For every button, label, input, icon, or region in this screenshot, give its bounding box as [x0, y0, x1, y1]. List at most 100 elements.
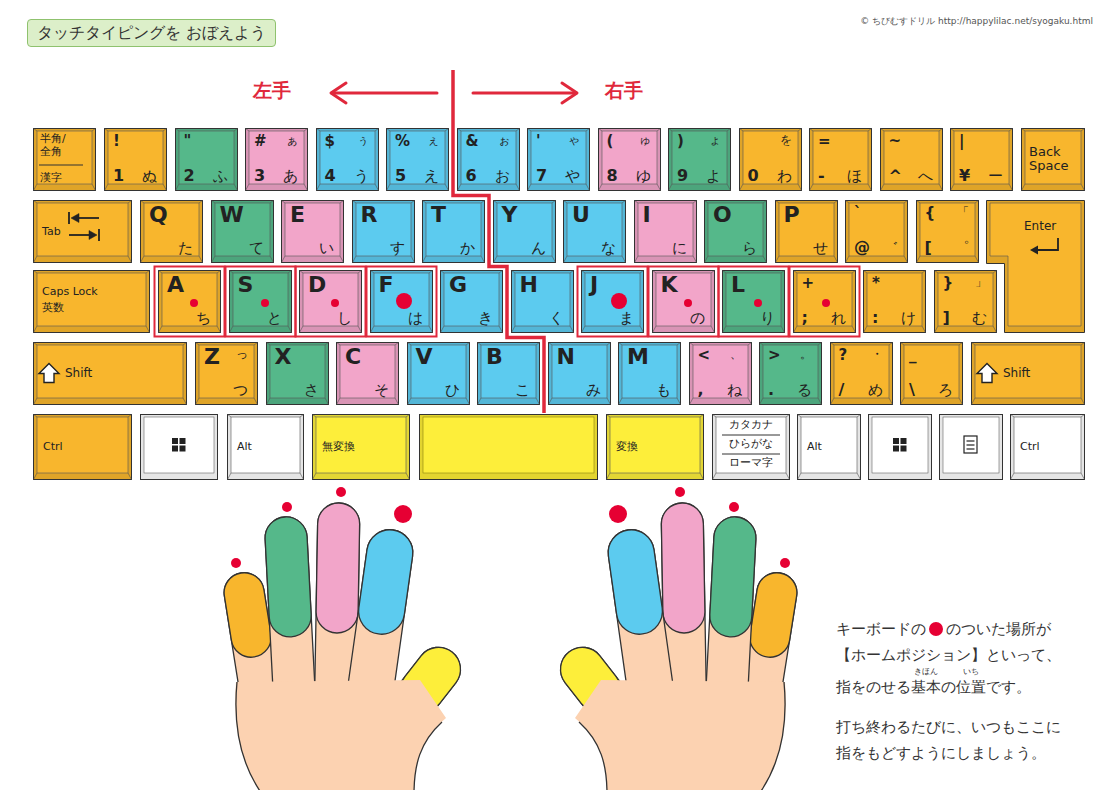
key-legend-holder: ゅ [639, 134, 651, 148]
note-text: のついた場所が [946, 620, 1051, 638]
key-legend: E [290, 202, 305, 227]
key-legend-holder: そ [374, 382, 389, 399]
key-legend-holder: > [768, 347, 781, 364]
key-legend: ぉ [498, 133, 510, 147]
key-legend-holder: カタカナ [712, 419, 790, 432]
key-legend-holder: * [872, 275, 880, 292]
key-legend-holder: Shift [1003, 367, 1030, 381]
key-legend: H [520, 272, 538, 297]
key-legend-holder: さ [304, 382, 319, 399]
keyboard-key: Cそ [336, 342, 399, 405]
key-legend: い [319, 239, 334, 257]
key-legend-holder: わ [777, 168, 792, 185]
keyboard-key: Alt [227, 414, 304, 480]
key-legend-holder: ぅ [357, 134, 369, 148]
key-legend: む [972, 309, 987, 327]
label-holder: 指をのせる基本の位置です。 [836, 678, 1031, 696]
key-legend-holder: ^ [889, 167, 902, 185]
key-legend: , [698, 380, 704, 399]
key-legend: ま [619, 309, 634, 327]
key-legend: ふ [213, 167, 228, 185]
key-legend: Alt [807, 440, 822, 453]
note-text: 【ホームポジション】といって、 [836, 646, 1061, 664]
keyboard-key: %ぇ5え [386, 128, 449, 191]
key-legend-holder: B [486, 344, 503, 369]
keyboard-key: 'ゃ7や [527, 128, 590, 191]
keyboard-key: Back Space [1021, 128, 1085, 191]
key-legend-holder: ゜ [954, 240, 969, 257]
key-legend-holder: Alt [807, 441, 822, 454]
key-legend-holder: } [943, 275, 954, 292]
key-legend-holder: Ctrl [1020, 441, 1040, 454]
key-legend: 」 [975, 275, 987, 289]
key-legend-holder: 4 [325, 167, 336, 185]
key-legend: D [308, 272, 326, 297]
key-legend-holder: 無変換 [322, 441, 355, 454]
key-legend: " [184, 132, 192, 150]
key-legend-holder: Enter [1024, 220, 1056, 234]
key-legend-holder: も [656, 382, 671, 399]
key-legend-holder: る [797, 382, 812, 399]
key-legend-holder: < [698, 347, 711, 364]
key-legend: ゅ [639, 133, 651, 147]
keyboard-key: Ctrl [1010, 414, 1085, 480]
note-text: © ちびむすドリル http://happylilac.net/syogaku.… [860, 16, 1093, 26]
key-legend-holder: ; [802, 309, 808, 327]
key-legend: > [768, 346, 781, 364]
key-legend-holder: て [249, 240, 264, 257]
keyboard-key: ?・/め [830, 342, 893, 405]
key-legend-holder: ゆ [636, 168, 651, 185]
key-legend: 。 [800, 347, 812, 361]
key-legend: え [424, 167, 439, 185]
key-legend: G [449, 272, 467, 297]
key-legend: な [601, 239, 616, 257]
key-legend: れ [831, 309, 846, 327]
keyboard-key: Shift [33, 342, 187, 405]
key-legend: を [780, 133, 792, 147]
keyboard-key: Qた [140, 200, 203, 263]
blank-keys [141, 415, 1003, 480]
keyboard-key: Oら [704, 200, 767, 263]
key-legend: & [466, 132, 479, 150]
key-legend-holder: ( [607, 133, 614, 150]
key-legend-holder: # [254, 133, 267, 150]
key-legend: F [379, 272, 394, 297]
note-text: 打ち終わるたびに、いつもここに [836, 718, 1061, 736]
key-legend: あ [283, 167, 298, 185]
key-legend-holder: Back Space [1029, 145, 1077, 175]
key-legend: き [478, 309, 493, 327]
keyboard-key: 無変換 [312, 414, 410, 480]
keyboard-key: Fは [370, 270, 433, 333]
key-legend-holder: ぉ [498, 134, 510, 148]
key-legend: ; [802, 308, 808, 327]
key-legend-holder: ? [839, 347, 848, 364]
key-legend-holder: れ [831, 310, 846, 327]
key-legend: 5 [395, 166, 406, 185]
keyboard-key: Shift [971, 342, 1085, 405]
note-text: キーボードの [836, 620, 926, 638]
keyboard-key: $ぅ4う [316, 128, 379, 191]
key-legend-holder: の [690, 310, 705, 327]
key-legend-holder: お [495, 168, 510, 185]
key-legend: し [337, 309, 352, 327]
left-hand [221, 487, 469, 790]
keyboard-key: !1ぬ [104, 128, 167, 191]
key-legend: ぅ [357, 133, 369, 147]
key-legend: } [943, 274, 954, 292]
key-legend: ね [727, 381, 742, 399]
key-legend-holder: ) [677, 133, 684, 150]
key-legend-holder: & [466, 133, 479, 150]
key-legend-holder: , [698, 381, 704, 399]
key-legend-holder: と [267, 310, 282, 327]
key-legend: Shift [65, 366, 92, 380]
key-legend-holder: 3 [254, 167, 265, 185]
key-legend: み [586, 381, 601, 399]
keyboard-key: )ょ9よ [668, 128, 731, 191]
key-legend: 漢字 [40, 171, 62, 184]
keyboard-key: 変換 [606, 414, 704, 480]
key-legend-holder: + [802, 275, 815, 292]
key-legend: う [354, 167, 369, 185]
key-legend: 変換 [616, 440, 638, 453]
key-legend-holder: : [872, 309, 878, 327]
key-legend-holder: N [557, 344, 575, 369]
